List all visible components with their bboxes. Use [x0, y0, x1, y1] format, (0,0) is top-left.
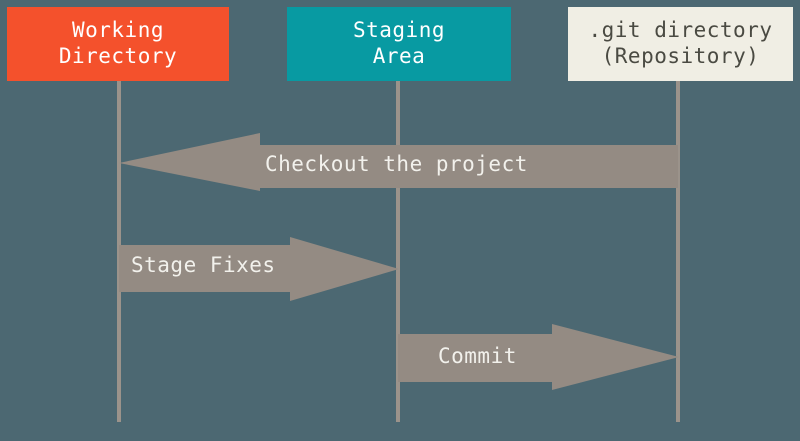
node-working-directory: Working Directory [7, 7, 229, 81]
node-git-directory: .git directory (Repository) [568, 7, 793, 81]
arrow-shape-stage-fixes [119, 237, 399, 301]
lifeline-git-directory [676, 81, 680, 422]
arrow-label-stage-fixes: Stage Fixes [131, 253, 276, 277]
node-working-directory-line2: Directory [58, 44, 178, 68]
arrow-shape-checkout [119, 133, 678, 191]
arrow-label-checkout: Checkout the project [265, 152, 528, 176]
arrow-shape-commit [398, 324, 679, 390]
arrow-label-commit: Commit [438, 344, 517, 368]
node-git-directory-line2: (Repository) [601, 44, 760, 68]
node-working-directory-line1: Working [71, 18, 164, 43]
node-staging-area-line2: Area [372, 44, 426, 68]
node-staging-area-line1: Staging [352, 18, 445, 43]
node-staging-area: Staging Area [287, 7, 511, 81]
node-git-directory-line1: .git directory [588, 18, 773, 43]
lifeline-staging-area [396, 81, 400, 422]
